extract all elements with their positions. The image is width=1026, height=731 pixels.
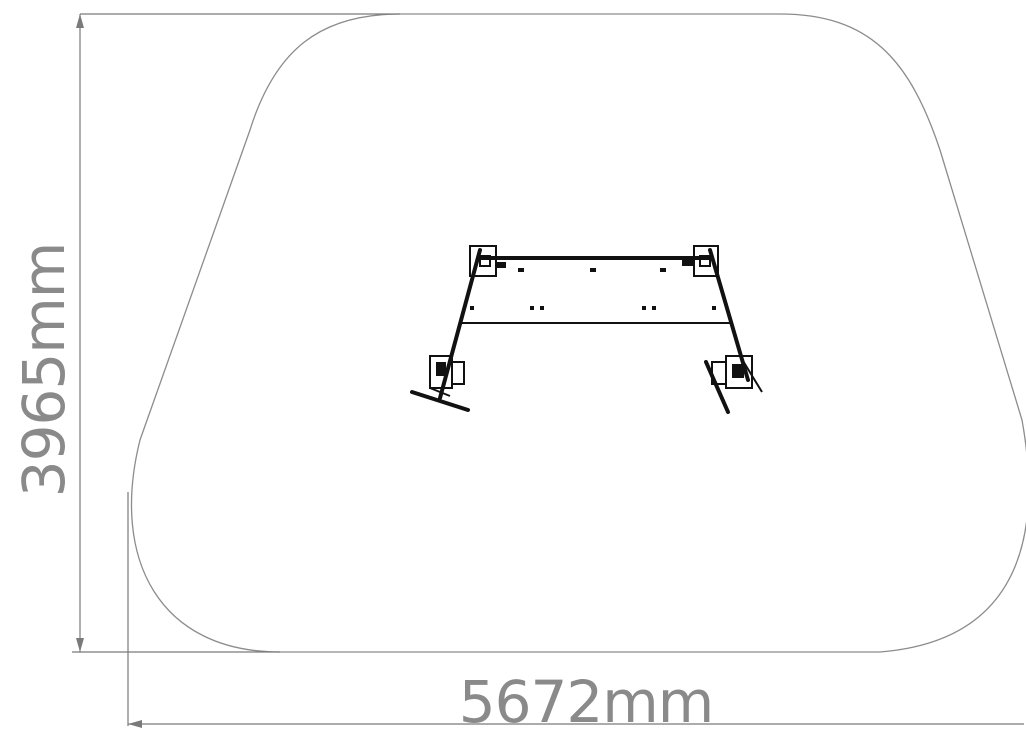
width-dimension: 5672mm — [127, 492, 1024, 731]
seat-left — [410, 355, 470, 412]
width-label: 5672mm — [459, 668, 714, 731]
play-equipment — [410, 245, 763, 414]
seat-right — [704, 355, 763, 414]
bracket-top-right — [682, 245, 719, 277]
bracket-top-left — [469, 245, 506, 277]
safety-zone-outline — [130, 13, 1026, 653]
height-label: 3965mm — [10, 243, 78, 498]
height-dimension: 3965mm — [10, 13, 400, 653]
